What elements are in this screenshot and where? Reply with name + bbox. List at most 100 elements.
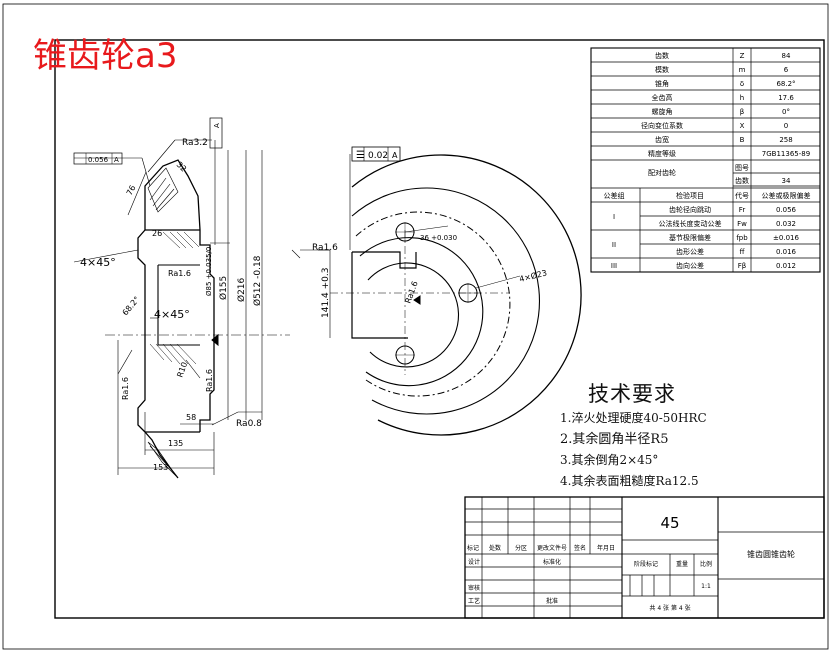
tb-row-label: 更改文件号 [537, 544, 567, 552]
dimension-labels: Ra3.2 0.056 A A 76 32 26 4×45° 4×45° Ra1.6 Ø85 +0.… [80, 123, 548, 472]
tb-mid-label: 批准 [546, 597, 558, 605]
tb-sheet-count: 共 4 张 第 4 张 [649, 604, 690, 612]
radius-label: R10 [175, 361, 189, 379]
tb-stage-label: 重量 [676, 560, 688, 568]
mating-label: 配对齿轮 [648, 168, 676, 177]
dim-label: Ø155 [218, 276, 229, 300]
chamfer-label: 4×45° [154, 308, 190, 321]
param-label: 螺旋角 [652, 107, 673, 116]
param-symbol: m [739, 66, 746, 74]
dim-label: 36 +0.030 [420, 234, 457, 242]
tb-stage-label: 阶段标记 [634, 560, 658, 568]
section-view [73, 117, 290, 479]
tb-mid-label: 标准化 [543, 558, 561, 566]
tol-code: Fw [737, 220, 747, 228]
param-value: 0 [784, 122, 788, 130]
mating-value: 34 [782, 177, 791, 185]
angle-label: 68.2° [121, 295, 142, 317]
tech-req-line: 2.其余圆角半径R5 [560, 432, 669, 447]
param-symbol: β [740, 108, 744, 116]
gdt-datum: A [392, 151, 398, 160]
param-symbol: δ [740, 80, 744, 88]
tol-item: 基节极限偏差 [669, 233, 711, 242]
tol-group: I [613, 213, 615, 221]
tol-header: 检验项目 [676, 191, 704, 200]
tb-row-label: 分区 [515, 544, 527, 552]
tol-group: II [612, 241, 616, 249]
tb-stage-label: 比例 [700, 560, 712, 568]
gdt-value: 0.02 [368, 151, 388, 161]
tb-scale: 1:1 [701, 583, 711, 590]
dim-label: 32 [175, 160, 189, 174]
tb-left-label: 审核 [468, 584, 480, 592]
chamfer-label: 4×45° [80, 256, 116, 269]
flatness-symbol: ☰ [356, 150, 365, 161]
param-symbol: h [740, 94, 744, 102]
dim-label: 26 [152, 229, 162, 238]
tol-value: 0.032 [776, 220, 796, 228]
param-value: 258 [779, 136, 792, 144]
tol-item: 公法线长度变动公差 [659, 219, 722, 228]
param-symbol: Z [740, 52, 745, 60]
param-label: 齿宽 [655, 135, 669, 144]
dim-label: 4×Ø23 [518, 267, 548, 284]
mating-key: 图号 [735, 164, 749, 172]
outer-frame [2, 3, 829, 650]
roughness-label: Ra1.6 [168, 269, 191, 278]
dim-label: 135 [168, 439, 183, 448]
title-block [464, 496, 825, 619]
dim-label: 141.4 +0.3 [321, 268, 331, 318]
tb-row-label: 签名 [574, 544, 586, 552]
drawing-title: 锥齿轮a3 [33, 36, 178, 76]
mating-key: 齿数 [735, 176, 749, 185]
param-value: 7GB11365-89 [762, 150, 810, 158]
tb-row-label: 处数 [489, 544, 501, 552]
tb-material: 45 [660, 514, 679, 532]
tol-value: 0.012 [776, 262, 796, 270]
tol-code: Fβ [738, 262, 747, 270]
roughness-label: Ra3.2 [182, 138, 208, 148]
tol-code: Fr [739, 206, 746, 214]
datum-label: A [213, 123, 221, 128]
tol-group: III [611, 262, 617, 270]
dim-label: Ø512 -0.18 [252, 255, 263, 306]
dim-label: 153 [153, 463, 168, 472]
tol-header: 公差或极限偏差 [762, 191, 811, 200]
tech-req-line: 4.其余表面粗糙度Ra12.5 [560, 474, 699, 488]
dim-label: Ø216 [236, 277, 247, 302]
tech-req-line: 3.其余倒角2×45° [560, 453, 659, 467]
tol-item: 齿轮径向跳动 [669, 205, 711, 214]
param-value: 68.2° [776, 80, 795, 88]
tech-req-title: 技术要求 [588, 382, 676, 406]
roughness-label: Ra0.8 [236, 419, 262, 429]
param-symbol: X [740, 122, 745, 130]
tol-code: ff [740, 248, 745, 256]
param-value: 17.6 [778, 94, 794, 102]
param-label: 径向变位系数 [641, 121, 683, 130]
dim-label: 58 [186, 413, 196, 422]
roughness-label: Ra1.6 [312, 243, 338, 253]
tol-code: fpb [736, 234, 748, 242]
roughness-label: Ra1.6 [121, 377, 130, 400]
param-value: 6 [784, 66, 789, 74]
tol-header: 公差组 [604, 191, 625, 200]
tb-row-label: 标记 [467, 544, 479, 552]
tb-row-label: 年月日 [597, 544, 615, 552]
title-block-texts: 标记处数分区更改文件号签名年月日设计审核工艺标准化批准阶段标记重量比例1:145… [467, 514, 795, 612]
roughness-label: Ra1.6 [205, 369, 214, 392]
tb-part-name: 锥齿圆锥齿轮 [747, 549, 795, 559]
tb-left-label: 设计 [468, 558, 480, 566]
param-value: 0° [782, 108, 790, 116]
technical-requirements: 技术要求 1.淬火处理硬度40-50HRC 2.其余圆角半径R5 3.其余倒角2… [560, 378, 707, 492]
tol-header: 代号 [735, 191, 749, 200]
dim-label: Ø85 +0.035/0 [205, 247, 213, 296]
gdt-value: 0.056 [88, 156, 109, 164]
tol-value: 0.016 [776, 248, 797, 256]
param-label: 模数 [655, 65, 669, 74]
param-label: 齿数 [655, 51, 669, 60]
inner-frame [54, 39, 825, 619]
dim-label: 76 [125, 184, 138, 197]
